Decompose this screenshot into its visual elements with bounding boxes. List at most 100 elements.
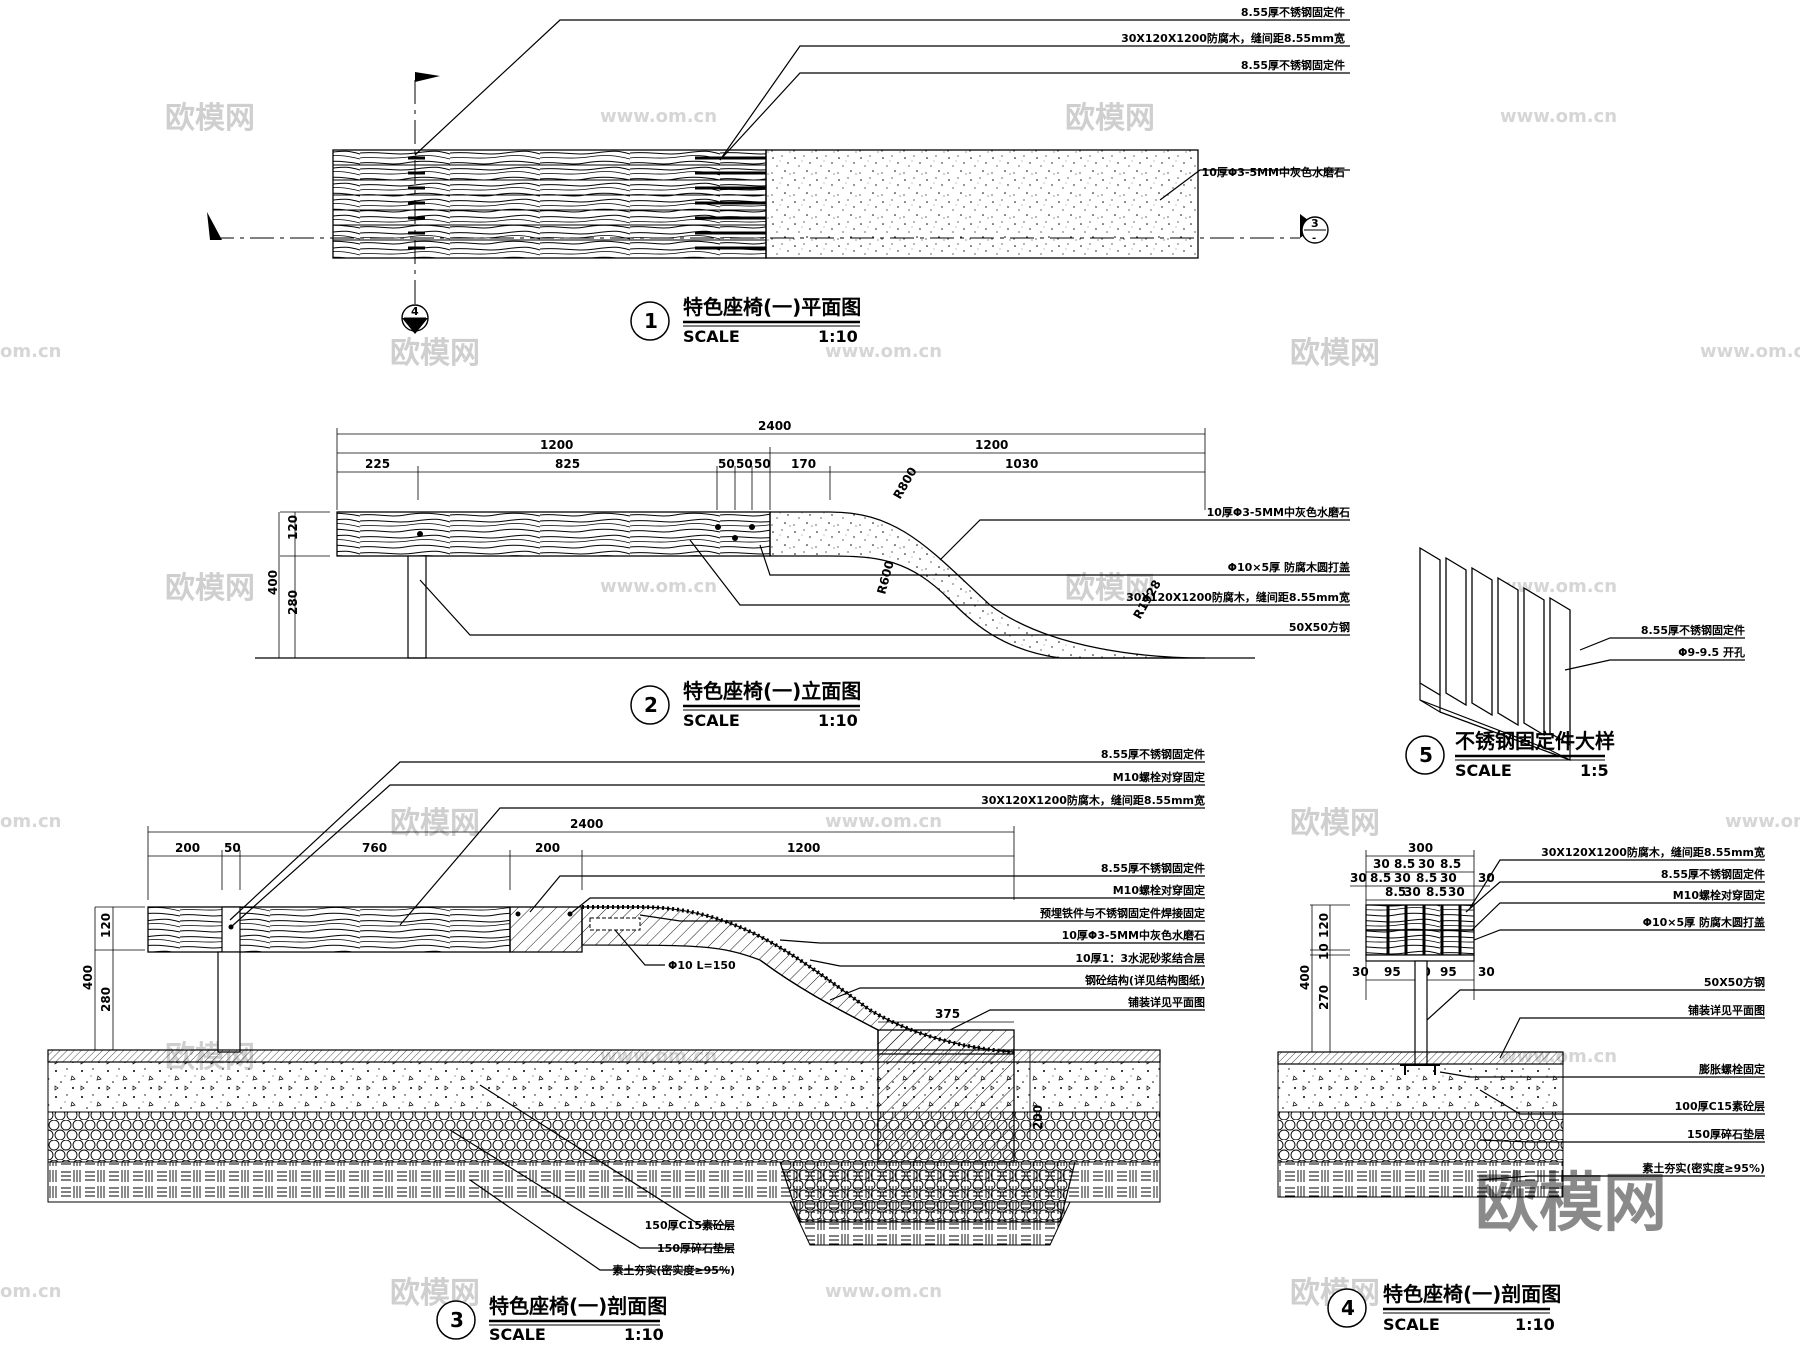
fig2-dim-225: 225 [365,457,390,471]
fig2-leaders [419,519,1350,636]
watermark-url: www.om.cn [825,341,942,362]
fig4-dim-c0: 8.5 [1385,885,1406,899]
fig4-dim-95-right: 95 [1440,965,1457,979]
fig5-fixing-detail: 8.55厚不锈钢固定件 Φ9-9.5 开孔 5 不锈钢固定件大样 SCALE 1… [1405,546,1745,780]
fig3-terrazzo-layer [582,905,1015,1054]
fig4-dim-270: 270 [1317,985,1331,1010]
watermark-url: www.om.cn [1700,341,1800,362]
fig2-dim-400: 400 [266,570,280,595]
fig5-leaders [1564,637,1745,671]
fig1-section-3-label: 3 [1311,217,1319,230]
fig4-dim-b0: 30 [1350,871,1367,885]
fig4-dim-b4: 30 [1440,871,1457,885]
fig4-concrete-layer [1277,1063,1564,1113]
fig3-dim-lines [94,826,1031,1140]
fig4-note-gravel: 150厚碎石垫层 [1687,1127,1765,1141]
fig1-scale: 1:10 [818,327,858,346]
watermark-url: www.om.cn [825,811,942,832]
watermark-text: 欧模网 [1065,571,1155,606]
fig1-section-marker-4: 4 - [401,304,429,334]
fig3-note-rod: Φ10 L=150 [668,959,736,972]
fig1-note-fixing-2: 8.55厚不锈钢固定件 [1241,58,1345,72]
fig3-note-paving: 铺装详见平面图 [1128,995,1205,1009]
fig1-section-marker-3: 3 - [1300,214,1329,244]
fig1-note-terrazzo: 10厚Φ3-5MM中灰色水磨石 [1202,165,1345,179]
fig5-title-block: 5 不锈钢固定件大样 SCALE 1:5 [1405,729,1615,780]
fig1-number: 1 [644,309,658,333]
fig4-dim-30-left: 30 [1352,965,1369,979]
fig4-dim-400: 400 [1298,965,1312,990]
fig2-dim-170: 170 [791,457,816,471]
fig3-note-structure: 钢砼结构(详见结构图纸) [1085,973,1205,987]
fig2-number: 2 [644,693,658,717]
fig3-dim-760: 760 [362,841,387,855]
fig2-dim-1200-right: 1200 [975,438,1008,452]
fig3-note-fixing: 8.55厚不锈钢固定件 [1101,747,1205,761]
fig5-title: 不锈钢固定件大样 [1455,729,1615,753]
fig3-number: 3 [450,1308,464,1332]
fig2-dim-50b: 50 [736,457,753,471]
fig1-note-fixing: 8.55厚不锈钢固定件 [1241,5,1345,19]
fig4-dim-30-right: 30 [1478,965,1495,979]
fig3-note-terrazzo: 10厚Φ3-5MM中灰色水磨石 [1062,928,1205,942]
watermark-url: om.cn [0,341,61,362]
fig3-note-fixing-2: 8.55厚不锈钢固定件 [1101,861,1205,875]
fig5-plates [1419,546,1571,747]
fig2-dim-2400: 2400 [758,419,791,433]
fig1-plan-view: 4 - 3 - 8.55厚不锈钢固定件 30X120X1200防腐木，缝间距8.… [207,5,1350,346]
fig3-note-wood: 30X120X1200防腐木，缝间距8.55mm宽 [981,793,1205,807]
fig1-title-block: 1 特色座椅(一)平面图 SCALE 1:10 [630,295,861,346]
fig2-note-wood: 30X120X1200防腐木，缝间距8.55mm宽 [1126,590,1350,604]
fig5-note-fixing: 8.55厚不锈钢固定件 [1641,623,1745,637]
fig4-note-cap: Φ10×5厚 防腐木圆打盖 [1643,915,1765,929]
fig4-note-c15: 100厚C15素砼层 [1675,1099,1765,1113]
fig3-title-block: 3 特色座椅(一)剖面图 SCALE 1:10 [436,1294,667,1344]
fig2-dim-lines [278,428,1206,659]
fig4-note-expansion-bolt: 膨胀螺栓固定 [1698,1062,1765,1076]
fig1-note-wood: 30X120X1200防腐木，缝间距8.55mm宽 [1121,31,1345,45]
watermark-text: 欧模网 [1290,336,1380,371]
watermark-url: www.om.cn [600,106,717,127]
watermark-url: www.om.cn [825,1281,942,1302]
fig1-section-arrow-left [207,212,222,240]
fig4-note-bolt: M10螺栓对穿固定 [1673,888,1765,902]
fig2-wood-seat [336,511,771,557]
fig1-section-3-sub: - [1312,233,1316,244]
fig2-scale: 1:10 [818,711,858,730]
fig2-steel-leg [407,555,427,659]
fig4-paving-layer [1277,1051,1564,1065]
watermark-text: 欧模网 [165,571,255,606]
fig3-note-c15: 150厚C15素砼层 [645,1218,735,1232]
fig2-radius-r600: R600 [874,559,896,596]
fig3-dim-280: 280 [99,987,113,1012]
fig1-terrazzo [765,149,1199,259]
fig1-section-flag [415,72,440,82]
watermark-text: 欧模网 [390,806,480,841]
fig4-dim-95-left: 95 [1384,965,1401,979]
fig3-embedded-rod [589,917,641,931]
fig3-dim-200b: 200 [535,841,560,855]
fig4-note-steel: 50X50方钢 [1704,975,1765,989]
fig4-dim-a1: 8.5 [1394,857,1415,871]
fig4-dim-300: 300 [1408,841,1433,855]
fig3-section-view: 2400 200 50 760 200 1200 120 400 280 375… [47,747,1205,1344]
fig1-fixing-right [695,156,766,250]
fig4-dim-a2: 30 [1418,857,1435,871]
fig3-note-bolt-2: M10螺栓对穿固定 [1113,883,1205,897]
watermark-url: www.om.cn [1500,106,1617,127]
fig4-dim-120: 120 [1317,913,1331,938]
fig2-dim-825: 825 [555,457,580,471]
fig2-scale-label: SCALE [683,711,740,730]
fig3-dim-2400: 2400 [570,817,603,831]
fig3-title: 特色座椅(一)剖面图 [489,1294,667,1318]
fig2-title-block: 2 特色座椅(一)立面图 SCALE 1:10 [630,679,861,730]
fig4-scale: 1:10 [1515,1315,1555,1334]
fig4-steel-post [1414,960,1428,1066]
fig4-title: 特色座椅(一)剖面图 [1383,1282,1561,1306]
fig5-scale: 1:5 [1580,761,1609,780]
fig1-plank-seams [333,164,766,241]
fig2-dim-120: 120 [286,515,300,540]
fig2-dim-1030: 1030 [1005,457,1038,471]
fig3-dim-50: 50 [224,841,241,855]
